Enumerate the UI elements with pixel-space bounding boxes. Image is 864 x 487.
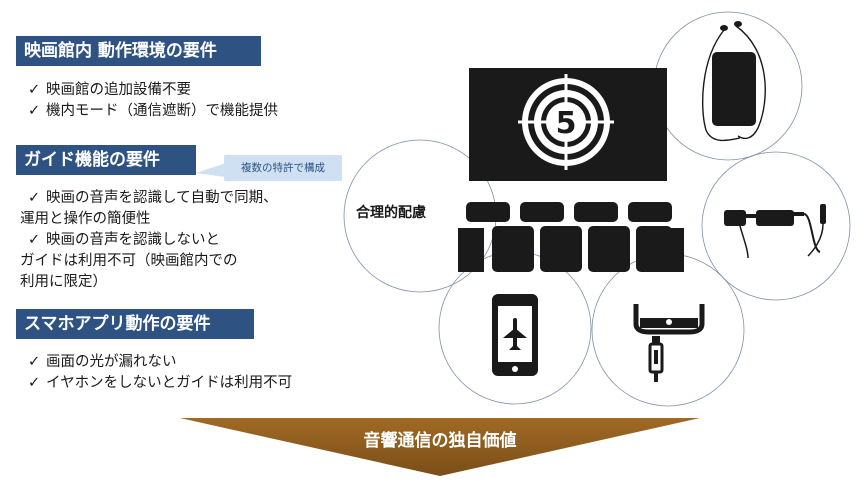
check-icon: ✓ — [28, 375, 41, 391]
check-icon: ✓ — [28, 232, 41, 248]
earphone-phone-icon — [702, 21, 766, 142]
header-smartphone-requirements: スマホアプリ動作の要件 — [16, 309, 254, 339]
list-item-continued: 運用と操作の簡便性 — [20, 211, 151, 227]
theater-seats-icon — [458, 202, 684, 272]
movie-screen-icon: 5 — [469, 68, 667, 181]
check-icon: ✓ — [28, 354, 41, 370]
callout-tail — [196, 163, 226, 177]
header-guide-requirements: ガイド機能の要件 — [16, 145, 196, 175]
list-item-continued: ガイドは利用不可（映画館内での — [20, 253, 238, 269]
check-icon: ✓ — [28, 190, 41, 206]
list-item: ✓映画の音声を認識して自動で同期、 — [20, 188, 278, 209]
list-item: ✓映画館の追加設備不要 — [20, 80, 278, 101]
patent-callout: 複数の特許で構成 — [224, 155, 342, 181]
airplane-mode-phone-icon — [492, 294, 538, 376]
smartphone-requirements-list: ✓画面の光が漏れない ✓イヤホンをしないとガイドは利用不可 — [20, 352, 292, 394]
list-item: ✓機内モード（通信遮断）で機能提供 — [20, 101, 278, 122]
value-arrow — [180, 418, 700, 476]
check-icon: ✓ — [28, 82, 41, 98]
list-item: ✓映画の音声を認識しないと — [20, 230, 278, 251]
guide-requirements-list: ✓映画の音声を認識して自動で同期、 運用と操作の簡便性 ✓映画の音声を認識しない… — [20, 188, 278, 293]
dark-screen-phone-icon — [633, 304, 705, 382]
reasonable-accommodation-label: 合理的配慮 — [356, 205, 426, 221]
theater-requirements-list: ✓映画館の追加設備不要 ✓機内モード（通信遮断）で機能提供 — [20, 80, 278, 122]
value-arrow-label: 音響通信の独自価値 — [363, 431, 517, 451]
header-theater-requirements: 映画館内 動作環境の要件 — [16, 36, 261, 66]
check-icon: ✓ — [28, 103, 41, 119]
list-item: ✓画面の光が漏れない — [20, 352, 292, 373]
list-item: ✓イヤホンをしないとガイドは利用不可 — [20, 373, 292, 394]
list-item-continued: 利用に限定） — [20, 274, 107, 290]
smart-glasses-icon — [724, 204, 826, 259]
airplane-icon — [503, 318, 527, 350]
screen-number: 5 — [556, 106, 577, 141]
circle-smart-glasses — [701, 151, 851, 301]
